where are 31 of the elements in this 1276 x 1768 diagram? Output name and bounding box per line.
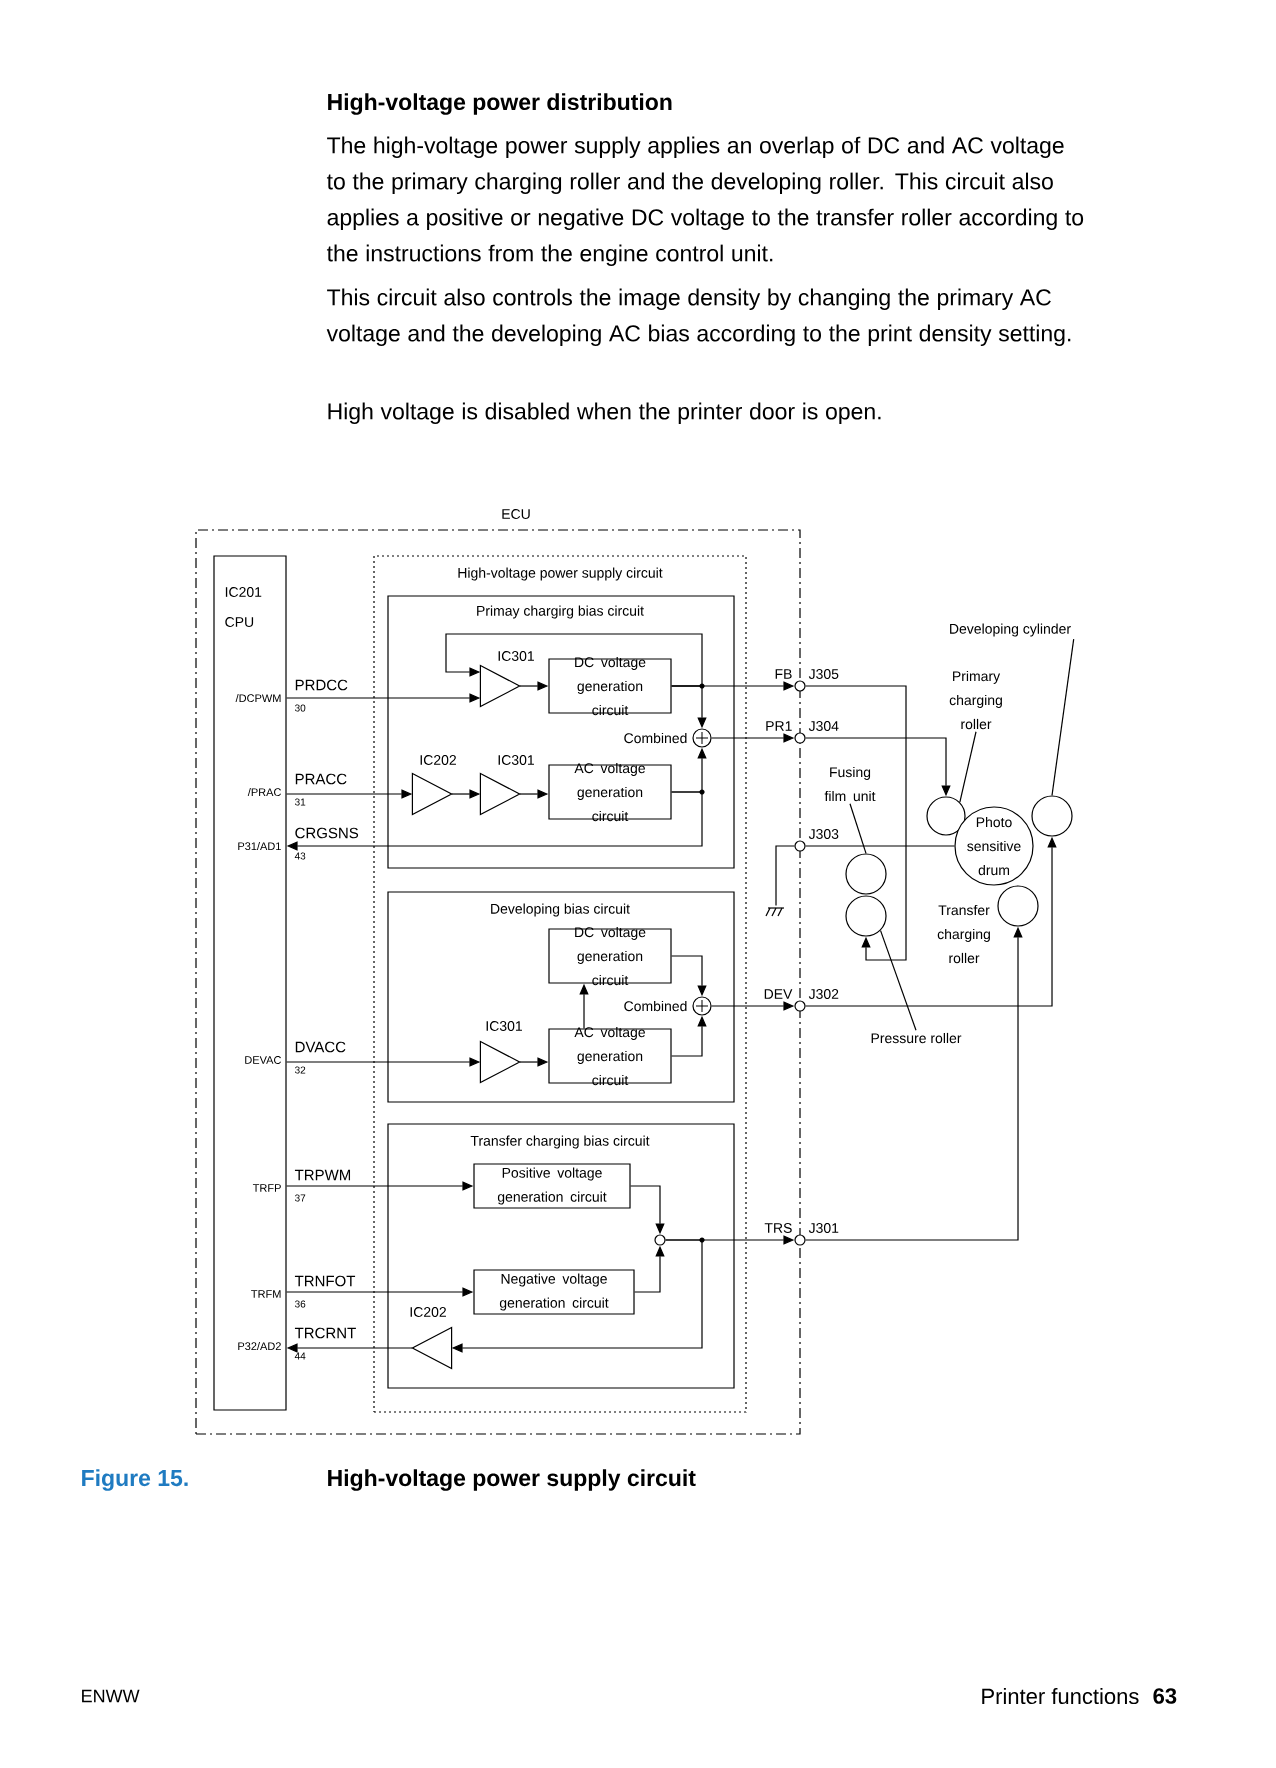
leader-line <box>1051 638 1075 796</box>
connector-terminal <box>794 1000 806 1012</box>
leader-line <box>959 731 977 803</box>
arrow <box>805 685 907 961</box>
paragraph: High voltage is disabled when the printer door is open. <box>328 402 881 425</box>
footer-text: Printer functions <box>982 1687 1139 1705</box>
paragraph: The high-voltage power supply applies an overlap of DC and AC voltage to the primary charging roller and the developing roller. This circuit also applies a positive or negative DC voltage to the transfer roller according to the instructions from the engine control unit. <box>326 136 1084 267</box>
connector-terminal <box>794 732 806 744</box>
connector-line <box>775 845 795 906</box>
roller <box>926 796 966 836</box>
roller <box>1031 795 1073 837</box>
roller <box>845 853 887 895</box>
leader-line <box>879 930 917 1031</box>
connector-terminal <box>794 840 806 852</box>
roller <box>845 895 887 937</box>
summing-junction <box>692 996 712 1016</box>
summing-junction <box>692 728 712 748</box>
footer-text: ENWW <box>82 1689 140 1703</box>
paragraph: This circuit also controls the image density by changing the primary AC voltage and the developing AC bias according to the print density setting. <box>326 288 1071 347</box>
connector-terminal <box>794 1234 806 1246</box>
connector-terminal <box>794 680 806 692</box>
leader-line <box>849 803 867 854</box>
heading: High-voltage power distribution <box>328 93 672 115</box>
arrow <box>445 633 703 687</box>
connector-line <box>805 845 955 847</box>
ground-symbol <box>765 907 785 917</box>
page-number: 63 <box>1153 1688 1177 1704</box>
roller <box>997 885 1039 927</box>
figure-number: Figure 15. <box>82 1469 188 1491</box>
caption: High-voltage power supply circuit <box>328 1469 696 1491</box>
junction-node <box>654 1234 666 1246</box>
